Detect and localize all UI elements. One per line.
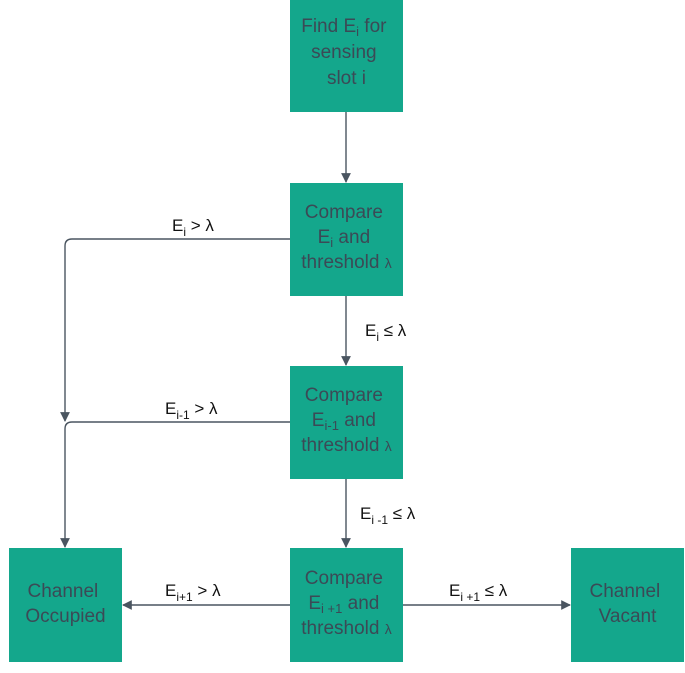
edge-label-ei-1-gt-lambda: Ei-1 > λ <box>165 399 218 422</box>
node-channel-vacant: Channel Vacant <box>571 548 684 662</box>
node-compare-ei-1: Compare Ei-1 and threshold λ <box>290 366 403 479</box>
edge-label-ei-gt-lambda: Ei > λ <box>172 216 214 239</box>
node-find-ei-box <box>290 0 403 112</box>
edge-compare-ei-1-to-occupied <box>60 421 290 548</box>
node-compare-ei+1-text: Compare Ei +1 and threshold λ <box>301 568 391 639</box>
node-compare-ei-text: Compare Ei and threshold λ <box>301 202 391 273</box>
node-compare-ei-1-box <box>290 366 403 479</box>
edge-compare-ei-to-occupied <box>60 238 290 422</box>
node-channel-vacant-text: Channel Vacant <box>589 581 665 627</box>
edges <box>60 112 571 610</box>
node-channel-occupied-text: Channel Occupied <box>25 581 105 627</box>
node-compare-ei-1-text: Compare Ei-1 and threshold λ <box>301 385 391 456</box>
edge-label-ei-1-le-lambda: Ei -1 ≤ λ <box>360 504 416 527</box>
node-compare-ei-box <box>290 183 403 296</box>
edge-label-ei-le-lambda: Ei ≤ λ <box>365 321 407 344</box>
node-compare-ei: Compare Ei and threshold λ <box>290 183 403 296</box>
node-channel-occupied-box <box>9 548 122 662</box>
node-find-ei: Find Ei for sensing slot i <box>290 0 403 112</box>
node-compare-ei+1: Compare Ei +1 and threshold λ <box>290 548 403 662</box>
node-compare-ei+1-box <box>290 548 403 662</box>
edge-label-ei+1-gt-lambda: Ei+1 > λ <box>165 581 221 604</box>
edge-label-ei+1-le-lambda: Ei +1 ≤ λ <box>449 581 508 604</box>
node-channel-occupied: Channel Occupied <box>9 548 122 662</box>
node-channel-vacant-box <box>571 548 684 662</box>
node-find-ei-text: Find Ei for sensing slot i <box>301 16 392 89</box>
